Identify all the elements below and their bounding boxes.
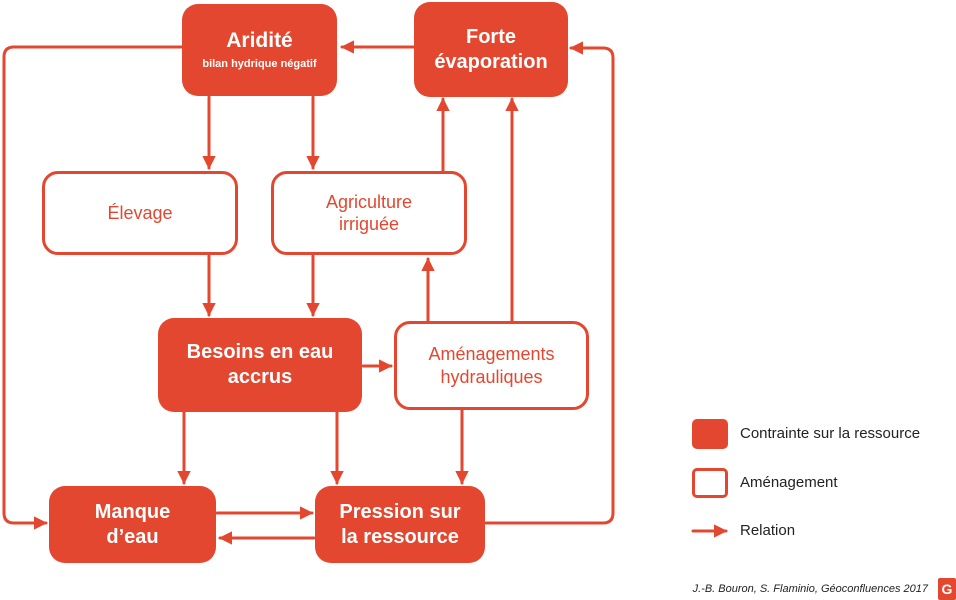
node-besoins-line2: accrus <box>227 366 293 388</box>
credit-text: J.-B. Bouron, S. Flaminio, Géoconfluence… <box>692 583 928 595</box>
node-manque-deau: Manque d’eau <box>49 486 216 563</box>
node-forte-evaporation: Forte évaporation <box>414 2 568 97</box>
node-pression-ressource: Pression sur la ressource <box>315 486 485 563</box>
node-aridite: Aridité bilan hydrique négatif <box>182 4 337 96</box>
arrow-aridite-to-manque <box>2 45 184 530</box>
node-pression-line1: Pression sur <box>339 500 461 523</box>
arrow-pression-to-evaporation <box>484 41 615 525</box>
node-manque-line2: d’eau <box>106 525 159 548</box>
node-pression-line2: la ressource <box>341 525 459 548</box>
node-aridite-title: Aridité <box>226 29 293 52</box>
node-amenagements-hydrauliques: Aménagements hydrauliques <box>394 321 589 410</box>
node-forte-evaporation-line2: évaporation <box>434 50 548 73</box>
node-amenagements-line2: hydrauliques <box>440 366 543 387</box>
legend-amenagement-swatch <box>692 468 728 498</box>
node-agriculture-line1: Agriculture <box>325 191 413 212</box>
node-aridite-subtitle: bilan hydrique négatif <box>202 58 317 71</box>
legend-constraint-swatch <box>692 419 728 449</box>
node-agriculture-irriguee: Agriculture irriguée <box>271 171 467 255</box>
legend-constraint-label: Contrainte sur la ressource <box>740 425 921 442</box>
node-forte-evaporation-line1: Forte <box>466 25 516 48</box>
node-elevage: Élevage <box>42 171 238 255</box>
node-elevage-label: Élevage <box>107 202 173 223</box>
node-besoins-line1: Besoins en eau <box>186 341 334 363</box>
node-besoins-en-eau: Besoins en eau accrus <box>158 318 362 412</box>
geoconfluences-logo: G <box>938 578 956 600</box>
node-manque-line1: Manque <box>94 500 171 523</box>
legend-relation-label: Relation <box>740 522 796 539</box>
node-agriculture-line2: irriguée <box>338 214 400 234</box>
node-amenagements-line1: Aménagements <box>428 344 555 364</box>
legend-amenagement-label: Aménagement <box>740 474 838 491</box>
